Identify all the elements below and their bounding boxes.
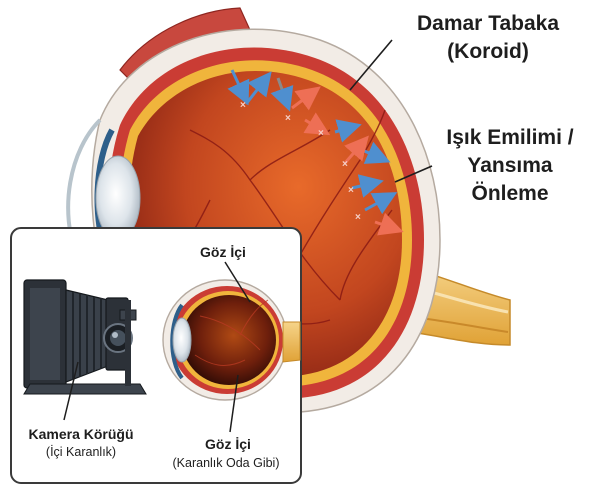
bellows-subtitle: (İçi Karanlık) <box>16 445 146 459</box>
svg-text:×: × <box>342 159 348 170</box>
svg-text:×: × <box>318 128 324 139</box>
absorption-line3: Önleme <box>430 182 590 206</box>
inner-eye-bottom-title: Göz İçi <box>158 436 298 452</box>
choroid-title: Damar Tabaka <box>398 12 578 36</box>
svg-text:×: × <box>240 100 246 111</box>
svg-text:×: × <box>355 212 361 223</box>
svg-text:×: × <box>285 113 291 124</box>
svg-text:×: × <box>348 185 354 196</box>
inner-eye-top-label: Göz İçi <box>178 244 268 260</box>
absorption-line2: Yansıma <box>430 154 590 178</box>
choroid-subtitle: (Koroid) <box>398 40 578 64</box>
absorption-line1: Işık Emilimi / <box>430 126 590 150</box>
inner-eye-bottom-subtitle: (Karanlık Oda Gibi) <box>152 456 300 470</box>
bellows-title: Kamera Körüğü <box>16 426 146 442</box>
